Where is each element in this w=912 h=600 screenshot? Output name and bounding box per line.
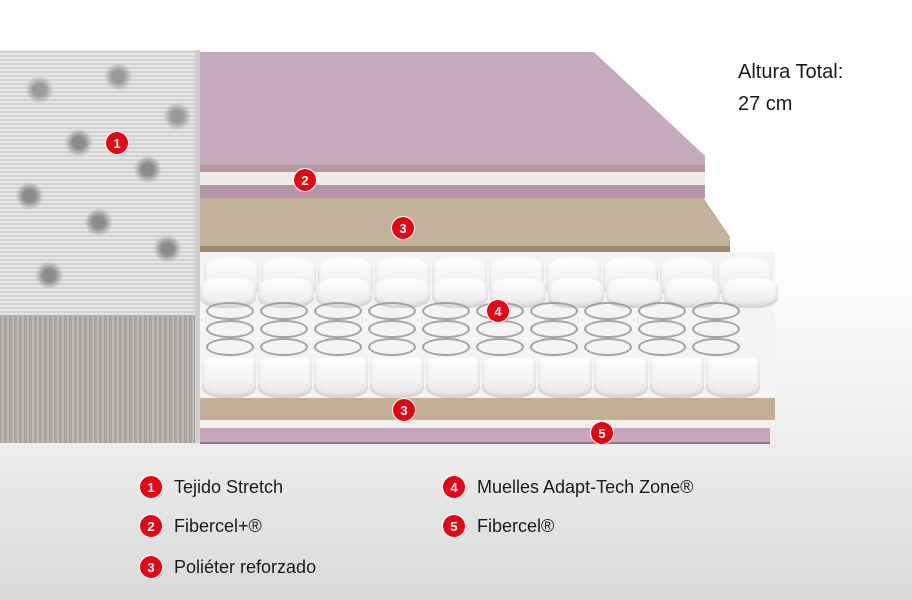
fibercel-plus-white-band	[200, 172, 705, 185]
fabric-cover-side	[0, 315, 197, 443]
legend-item-4: 4 Muelles Adapt-Tech Zone®	[443, 476, 693, 498]
legend-item-1: 1 Tejido Stretch	[140, 476, 283, 498]
legend-badge-5: 5	[443, 515, 465, 537]
legend-label-2: Fibercel+®	[174, 515, 262, 536]
fibercel-plus-shadow	[200, 165, 705, 173]
polyether-bottom-layer	[200, 398, 775, 420]
marker-3-bottom-badge: 3	[393, 399, 415, 421]
spring-row-front-bottom	[202, 358, 760, 398]
legend-badge-2: 2	[140, 515, 162, 537]
fibercel-bottom-layer	[200, 428, 770, 444]
legend-item-3: 3 Poliéter reforzado	[140, 556, 316, 578]
marker-2-badge: 2	[294, 169, 316, 191]
legend-label-1: Tejido Stretch	[174, 476, 284, 497]
legend-label-5: Fibercel®	[477, 515, 555, 536]
marker-1-badge: 1	[106, 132, 128, 154]
fabric-cover-top	[0, 50, 197, 315]
legend-item-2: 2 Fibercel+®	[140, 515, 262, 537]
legend-badge-3: 3	[140, 556, 162, 578]
marker-5-badge: 5	[591, 422, 613, 444]
spring-coils	[202, 298, 740, 360]
total-height-label: Altura Total: 27 cm	[738, 56, 843, 120]
polyether-top-layer	[200, 198, 730, 250]
total-height-title: Altura Total:	[738, 61, 844, 83]
fabric-cover-edge	[195, 50, 200, 443]
legend-label-4: Muelles Adapt-Tech Zone®	[477, 476, 694, 497]
pocket-springs-layer	[200, 252, 778, 400]
marker-3-top-badge: 3	[392, 217, 414, 239]
legend-label-3: Poliéter reforzado	[174, 556, 317, 577]
legend-badge-4: 4	[443, 476, 465, 498]
fibercel-plus-layer	[200, 52, 705, 170]
fibercel-plus-lower-band	[200, 185, 705, 198]
legend-badge-1: 1	[140, 476, 162, 498]
marker-4-badge: 4	[487, 300, 509, 322]
legend-item-5: 5 Fibercel®	[443, 515, 554, 537]
fibercel-white-band	[200, 420, 770, 428]
polyether-top-shadow	[200, 246, 730, 252]
total-height-value: 27 cm	[738, 93, 793, 115]
